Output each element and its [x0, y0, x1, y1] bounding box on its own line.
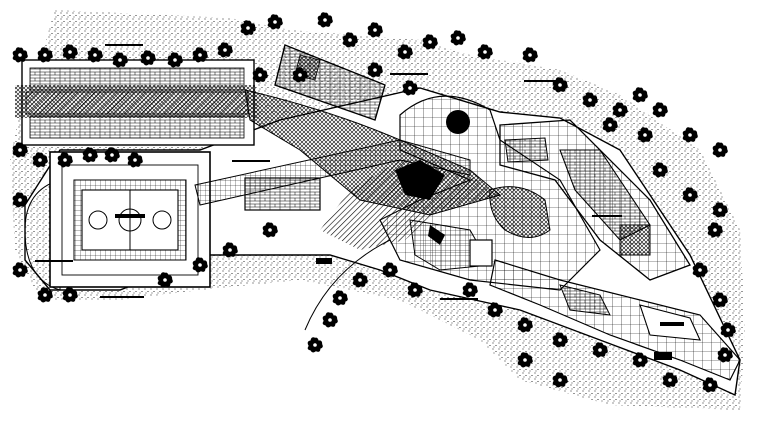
- tree-icon: [632, 87, 648, 103]
- tree-icon: [332, 290, 348, 306]
- tree-icon: [712, 142, 728, 158]
- boundary-arc: [304, 239, 391, 331]
- tree-icon: [307, 337, 323, 353]
- tree-icon: [682, 127, 698, 143]
- label-bars: [35, 44, 672, 360]
- tree-icon: [450, 30, 466, 46]
- parking-lot: [15, 59, 260, 146]
- tree-icon: [317, 12, 333, 28]
- tree-canopy-mass: [320, 160, 500, 250]
- tree-icon: [522, 47, 538, 63]
- sports-court: [24, 151, 211, 291]
- east-wing: [499, 119, 691, 281]
- tree-icon: [322, 312, 338, 328]
- south-terrace: [489, 259, 741, 381]
- tree-icon: [367, 22, 383, 38]
- tree-icon: [267, 14, 283, 30]
- tree-icon: [477, 44, 493, 60]
- tree-icon: [652, 102, 668, 118]
